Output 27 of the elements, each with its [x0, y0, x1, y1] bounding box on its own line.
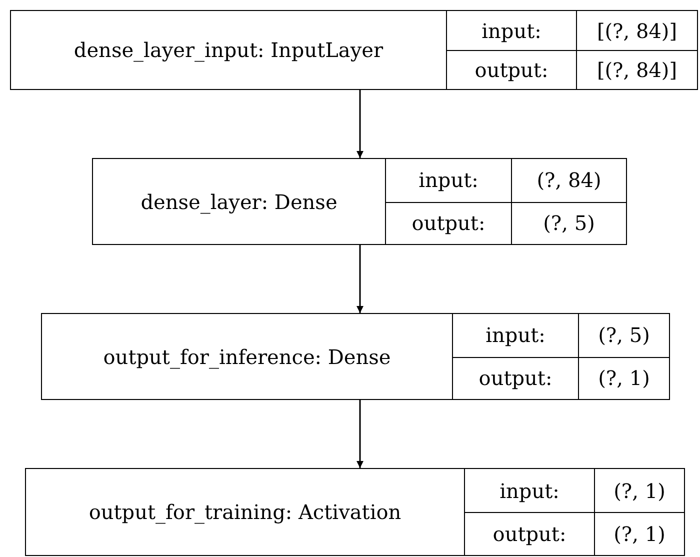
shape-value: (?, 1)	[594, 512, 684, 555]
layer-box	[10, 10, 698, 90]
port-label: input:	[452, 314, 578, 356]
arrow	[356, 400, 364, 468]
layer-box	[25, 468, 685, 556]
shape-value: (?, 84)	[511, 159, 626, 202]
port-label: output:	[446, 50, 576, 89]
port-label: output:	[464, 512, 594, 555]
shape-value: [(?, 84)]	[576, 50, 697, 89]
layer-box	[41, 313, 670, 400]
layer-name: output_for_training: Activation	[88, 499, 402, 526]
layer-name: output_for_inference: Dense	[102, 344, 392, 371]
port-label: input:	[446, 11, 576, 50]
shape-value: (?, 5)	[578, 314, 669, 356]
port-label: input:	[385, 159, 511, 202]
shape-value: [(?, 84)]	[576, 11, 697, 50]
shape-value: (?, 1)	[578, 356, 669, 399]
port-label: output:	[452, 356, 578, 399]
layer-box	[92, 158, 627, 245]
arrow	[356, 245, 364, 313]
port-label: output:	[385, 202, 511, 244]
layer-name: dense_layer: Dense	[140, 188, 338, 216]
layer-name: dense_layer_input: InputLayer	[72, 37, 384, 64]
shape-value: (?, 1)	[594, 469, 684, 512]
port-label: input:	[464, 469, 594, 512]
shape-value: (?, 5)	[511, 202, 626, 244]
arrow	[356, 90, 364, 158]
